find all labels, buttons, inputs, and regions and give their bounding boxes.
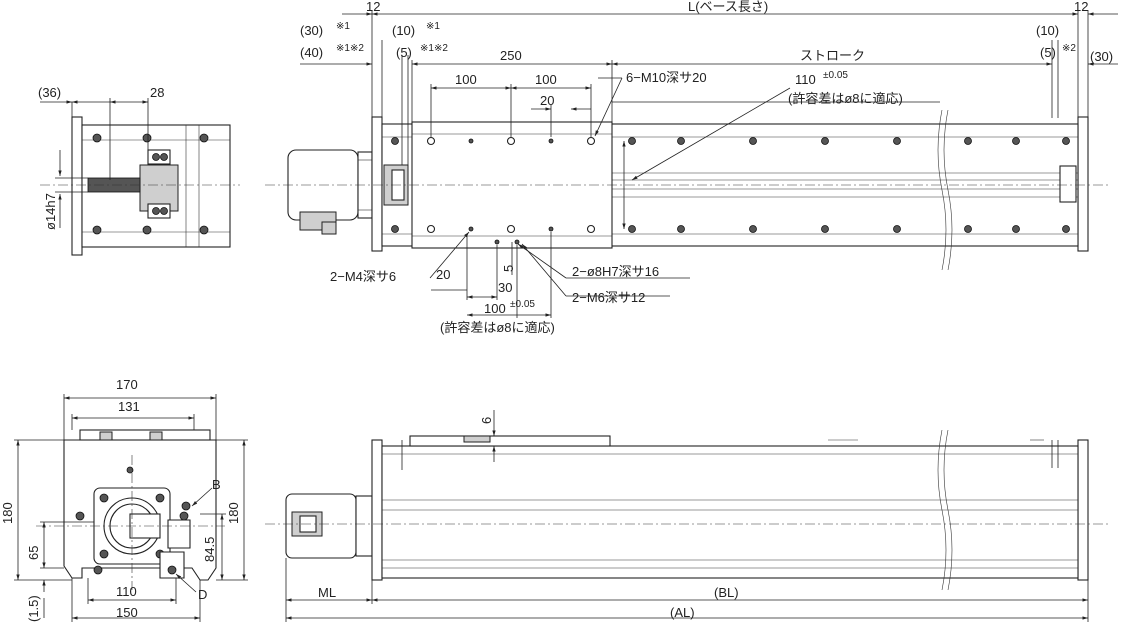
dim-100-a: 100 [455, 72, 477, 87]
dim-12-right: 12 [1074, 0, 1089, 14]
note-tol-top: (許容差はø8に適応) [788, 91, 903, 106]
dim-overall-length: L(ベース長さ) [688, 0, 769, 14]
label-b: B [212, 477, 221, 492]
label-d: D [198, 587, 208, 602]
dim-150: 150 [116, 605, 138, 620]
dim-5-vert: 5 [501, 264, 516, 272]
dim-5-right: (5) [1040, 45, 1056, 60]
note-40-left: ※1※2 [336, 43, 364, 54]
dim-84-5: 84.5 [202, 536, 217, 562]
callout-pin-hole: 2−ø8H7深サ16 [572, 264, 660, 279]
dim-30-bottom: 30 [498, 280, 513, 295]
dim-40-left: (40) [300, 45, 324, 60]
top-view [265, 10, 1118, 318]
dim-20-top: 20 [540, 93, 555, 108]
base-side [381, 445, 1079, 579]
dim-bl: (BL) [714, 585, 739, 600]
note-5-right: ※2 [1062, 43, 1076, 54]
side-view [265, 410, 1110, 622]
dim-30-left: (30) [300, 23, 324, 38]
dim-110: 110 [795, 72, 816, 87]
callout-m6: 2−M6深サ12 [572, 290, 646, 305]
dim-shaft-dia: ø14h7 [43, 193, 58, 230]
dim-depth-6: 6 [479, 416, 494, 424]
callout-m4: 2−M4深サ6 [330, 269, 397, 284]
dim-ml: ML [318, 585, 337, 600]
bolt-row-top [391, 137, 1070, 145]
dim-110-section: 110 [116, 584, 137, 599]
callout-m10: 6−M10深サ20 [626, 70, 707, 85]
dim-12-left: 12 [366, 0, 381, 14]
note-10-left: ※1 [426, 21, 440, 32]
dim-al: (AL) [670, 605, 695, 620]
dim-180-left: 180 [0, 502, 15, 524]
dim-10-left: (10) [392, 23, 416, 38]
dim-180-right: 180 [226, 502, 241, 524]
dim-170: 170 [116, 377, 138, 392]
dim-30-right: (30) [1090, 49, 1114, 64]
end-view-top [40, 98, 240, 256]
section-view [14, 394, 248, 622]
dim-36: (36) [38, 85, 62, 100]
end-block-right [1077, 116, 1089, 252]
dim-1-5: (1.5) [26, 595, 41, 622]
dim-131: 131 [118, 399, 140, 414]
end-block-left [371, 116, 383, 252]
dim-100-b: 100 [535, 72, 557, 87]
dim-65: 65 [26, 545, 41, 560]
dim-10-right: (10) [1036, 23, 1060, 38]
dim-5-left: (5) [396, 45, 412, 60]
note-5-left: ※1※2 [420, 43, 448, 54]
tol-100: ±0.05 [510, 299, 535, 310]
dim-100-bottom: 100 [484, 301, 506, 316]
tol-110: ±0.05 [823, 70, 848, 81]
note-30-left: ※1 [336, 21, 350, 32]
dim-stroke: ストローク [800, 48, 866, 63]
dim-20-bottom: 20 [436, 267, 451, 282]
note-tol-bottom: (許容差はø8に適応) [440, 320, 555, 335]
bolt-row-bottom [391, 225, 1070, 233]
dim-28: 28 [150, 85, 165, 100]
end-plate-left [71, 116, 83, 256]
dim-250: 250 [500, 48, 522, 63]
table-side [409, 435, 611, 447]
